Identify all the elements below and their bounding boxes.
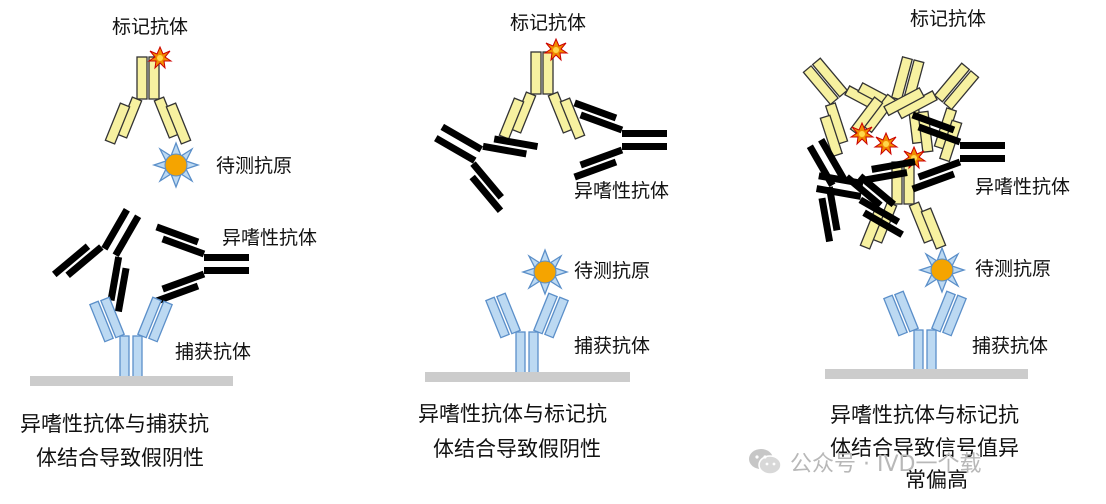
capture-antibody <box>883 290 967 373</box>
watermark-text: 公众号 · IVD一个载 <box>790 452 982 477</box>
panel-1-capture-antibody-label: 捕获抗体 <box>175 341 251 363</box>
panel-3-labeled-antibody-label: 标记抗体 <box>910 8 986 30</box>
panel-2-caption-line-1: 异嗜性抗体与标记抗 <box>418 402 607 426</box>
panel-3-capture-antibody-label: 捕获抗体 <box>972 335 1048 357</box>
solid-phase-plate <box>425 372 630 382</box>
panel-1-heterophilic-antibody-label: 异嗜性抗体 <box>222 227 317 249</box>
solid-phase-plate <box>30 376 233 386</box>
capture-antibody <box>485 292 569 375</box>
watermark: 公众号 · IVD一个载 <box>748 446 981 478</box>
panel-2-antigen-label: 待测抗原 <box>574 260 650 282</box>
panel-1-antigen-label: 待测抗原 <box>216 155 292 177</box>
antigen-icon <box>153 142 199 188</box>
panel-1-caption-line-1: 异嗜性抗体与捕获抗 <box>20 412 209 436</box>
antigen-icon <box>522 249 568 295</box>
heterophilic-antibody <box>573 99 667 181</box>
panel-2-capture-antibody-label: 捕获抗体 <box>574 335 650 357</box>
panel-3-caption-line-1: 异嗜性抗体与标记抗 <box>830 403 1019 427</box>
panel-2: 标记抗体 异嗜性抗体 待测抗原 捕获抗体 异嗜性抗体与标记抗 体结合导致假阴性 <box>418 12 669 461</box>
panel-3-heterophilic-antibody-label: 异嗜性抗体 <box>975 176 1070 198</box>
panel-3-antigen-label: 待测抗原 <box>975 258 1051 280</box>
heterophilic-antibody <box>50 192 168 315</box>
panel-2-caption-line-2: 体结合导致假阴性 <box>433 437 601 461</box>
panel-3-caption-line-3: 常偏高 <box>905 468 968 492</box>
panel-2-heterophilic-antibody-label: 异嗜性抗体 <box>574 180 669 202</box>
panel-2-labeled-antibody-label: 标记抗体 <box>510 12 586 34</box>
panel-1-caption-line-2: 体结合导致假阴性 <box>36 446 204 470</box>
enzyme-label-icon <box>874 132 898 155</box>
panel-1-labeled-antibody-label: 标记抗体 <box>112 16 188 38</box>
labeled-antibody <box>498 51 586 140</box>
panel-3-caption-line-2: 体结合导致信号值异 <box>830 436 1019 460</box>
antigen-icon <box>919 247 965 293</box>
capture-antibody <box>89 296 173 379</box>
solid-phase-plate <box>825 369 1028 379</box>
wechat-icon <box>748 448 782 476</box>
panel-3: 标记抗体 异嗜性抗体 待测抗原 捕获抗体 异嗜性抗体与标记抗 体结合导致信号值异… <box>778 8 1070 492</box>
labeled-antibody <box>104 56 192 145</box>
panel-1: 标记抗体 待测抗原 异嗜性抗体 捕获抗体 异嗜性抗体与捕获抗 体结合导致假阴性 <box>20 16 317 470</box>
